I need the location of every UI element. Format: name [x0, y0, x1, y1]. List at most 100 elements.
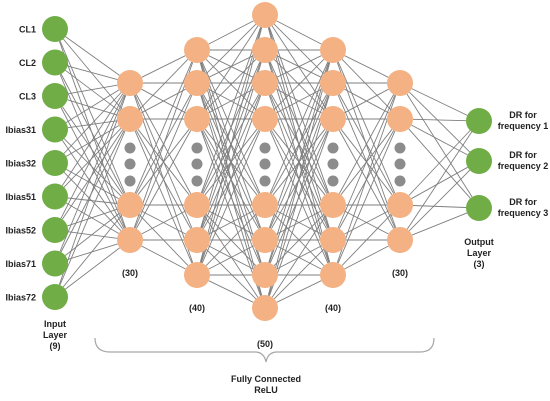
- connection-edge: [200, 95, 262, 263]
- connection-edge: [341, 214, 392, 266]
- connection-edge: [268, 27, 330, 193]
- hidden-layer-5-node-2: [387, 192, 413, 218]
- input-layer-caption: (9): [50, 341, 61, 351]
- ellipsis-dot: [327, 175, 339, 187]
- connection-edge: [276, 20, 322, 45]
- connection-edge: [134, 130, 193, 264]
- hidden-layer-5-node-1: [387, 106, 413, 132]
- connection-edge: [268, 95, 330, 296]
- connection-edge: [408, 130, 471, 196]
- connection-edge: [271, 215, 327, 298]
- output-node-0: [466, 108, 492, 134]
- connection-edge: [276, 245, 322, 270]
- input-node-label: Ibias32: [5, 159, 36, 169]
- hidden-layer-2-node-1: [184, 70, 210, 96]
- connection-edge: [65, 36, 120, 76]
- connection-edge: [141, 245, 186, 270]
- input-node-label: CL3: [19, 92, 36, 102]
- connection-edge: [411, 88, 468, 116]
- input-node-1: [42, 49, 68, 76]
- connection-edge: [273, 23, 325, 75]
- connection-edge: [408, 169, 471, 232]
- connection-edge: [141, 210, 186, 235]
- hidden-layer-2-node-2: [184, 106, 210, 132]
- output-node-label: frequency 1: [498, 121, 549, 131]
- hidden-layer-3-node-3: [252, 106, 278, 132]
- connection-edge: [408, 91, 471, 153]
- connection-edge: [61, 140, 124, 230]
- connection-edge: [67, 65, 118, 81]
- connection-edge: [134, 94, 193, 229]
- input-node-label: Ibias72: [5, 293, 36, 303]
- hidden-layer-5-node-3: [387, 227, 413, 253]
- connection-edge: [60, 73, 125, 194]
- connection-edge: [62, 38, 123, 110]
- connection-edge: [411, 124, 468, 156]
- connection-edge: [134, 61, 193, 194]
- ellipsis-dot: [191, 142, 203, 154]
- hidden-layer-3-node-0: [252, 2, 278, 28]
- connection-edge: [268, 62, 330, 228]
- network-nodes: [42, 2, 492, 321]
- output-node-1: [466, 148, 492, 174]
- hidden-layer-size-label: (30): [392, 268, 408, 278]
- hidden-layer-4-node-3: [320, 192, 346, 218]
- hidden-layer-4-node-1: [320, 70, 346, 96]
- connection-edge: [273, 248, 325, 300]
- ellipsis-dot: [124, 158, 136, 170]
- hidden-layer-1-node-1: [117, 106, 143, 132]
- input-node-6: [42, 217, 68, 243]
- input-layer-caption: Input: [44, 319, 66, 329]
- connection-edge: [268, 131, 330, 296]
- connection-edge: [58, 95, 127, 285]
- hidden-layer-3-node-4: [252, 192, 278, 218]
- connection-edge: [59, 40, 126, 194]
- connection-edge: [269, 61, 329, 194]
- connection-edge: [67, 243, 118, 261]
- hidden-layer-1-node-0: [117, 70, 143, 96]
- connection-edge: [65, 212, 120, 256]
- connection-edge: [63, 92, 122, 154]
- connection-caption: ReLU: [254, 385, 278, 395]
- hidden-layer-1-node-3: [117, 227, 143, 253]
- connection-edge: [199, 27, 263, 263]
- connection-edge: [133, 62, 194, 228]
- connection-edge: [203, 25, 259, 109]
- hidden-layer-3-node-7: [252, 295, 278, 321]
- connection-edge: [271, 25, 327, 109]
- hidden-layer-4-node-2: [320, 106, 346, 132]
- connection-edge: [63, 127, 122, 188]
- input-node-8: [42, 284, 68, 310]
- connection-edge: [208, 20, 254, 45]
- ellipsis-dot: [124, 142, 136, 154]
- hidden-layer-4-node-0: [320, 37, 346, 63]
- ellipsis-dot: [259, 158, 271, 170]
- input-node-label: CL1: [19, 25, 36, 35]
- connection-edge: [337, 94, 396, 229]
- input-node-label: Ibias31: [5, 125, 36, 135]
- hidden-layer-4-node-4: [320, 227, 346, 253]
- input-node-5: [42, 183, 68, 210]
- connection-edge: [205, 213, 257, 267]
- hidden-layer-size-label: (40): [325, 303, 341, 313]
- connection-edge: [341, 58, 392, 111]
- ellipsis-dot: [259, 175, 271, 187]
- connection-edge: [208, 280, 254, 303]
- output-node-label: DR for: [509, 150, 537, 160]
- output-layer-caption: Output: [464, 237, 494, 247]
- connection-edge: [67, 231, 118, 239]
- ellipsis-dot: [191, 158, 203, 170]
- hidden-layer-size-label: (40): [189, 303, 205, 313]
- connection-edge: [66, 169, 119, 199]
- hidden-layer-2-node-0: [184, 37, 210, 63]
- ellipsis-dot: [394, 142, 406, 154]
- connection-edge: [336, 62, 397, 228]
- connection-edge: [201, 130, 261, 264]
- connection-edge: [200, 27, 262, 193]
- connection-edge: [59, 130, 126, 286]
- connection-edge: [406, 131, 473, 230]
- connection-edge: [63, 138, 122, 197]
- connection-edge: [67, 84, 118, 95]
- connection-edge: [273, 58, 325, 111]
- input-node-0: [42, 16, 68, 42]
